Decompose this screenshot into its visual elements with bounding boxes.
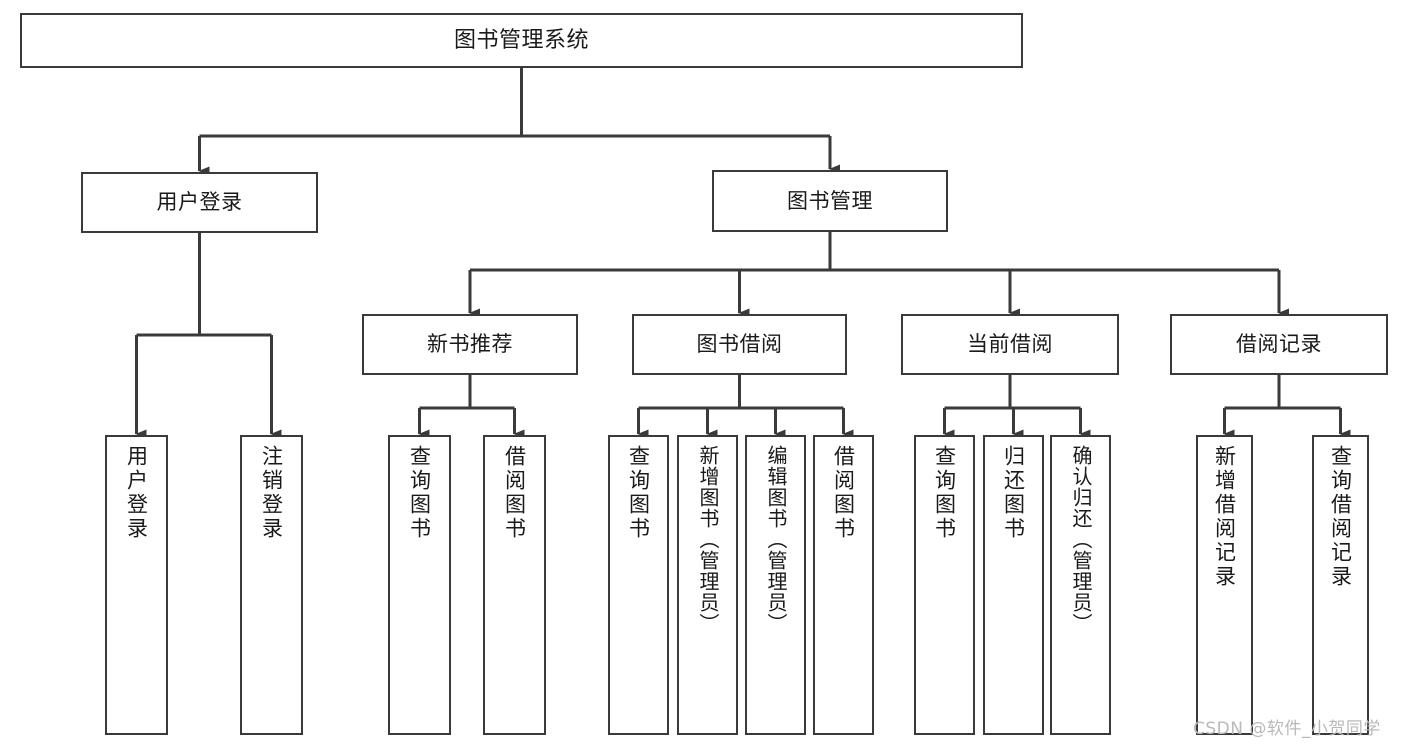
node-l-login: 用户登录 bbox=[105, 435, 168, 735]
node-l-addbook: 新增图书（管理员） bbox=[677, 435, 738, 735]
node-label: 查询借阅记录 bbox=[1328, 445, 1353, 589]
node-label: 注销登录 bbox=[259, 445, 284, 541]
node-label: 新书推荐 bbox=[427, 332, 513, 357]
node-l-queryrec: 查询借阅记录 bbox=[1312, 435, 1369, 735]
node-l-confirm: 确认归还（管理员） bbox=[1050, 435, 1111, 735]
node-label: 图书管理 bbox=[787, 188, 873, 213]
node-l-return: 归还图书 bbox=[983, 435, 1044, 735]
node-label: 查询图书 bbox=[407, 445, 432, 541]
node-label: 借阅图书 bbox=[502, 445, 527, 541]
node-label: 用户登录 bbox=[124, 445, 149, 541]
node-l-borrow2: 借阅图书 bbox=[813, 435, 874, 735]
node-l-addrec: 新增借阅记录 bbox=[1196, 435, 1253, 735]
node-l-borrow1: 借阅图书 bbox=[483, 435, 546, 735]
node-label: 编辑图书（管理员） bbox=[764, 445, 788, 634]
edges bbox=[135, 68, 1351, 439]
node-label: 查询图书 bbox=[932, 445, 957, 541]
node-label: 查询图书 bbox=[626, 445, 651, 541]
node-label: 确认归还（管理员） bbox=[1069, 445, 1093, 634]
node-l-query1: 查询图书 bbox=[388, 435, 451, 735]
node-current: 当前借阅 bbox=[901, 314, 1119, 375]
node-label: 归还图书 bbox=[1001, 445, 1026, 541]
node-label: 借阅图书 bbox=[831, 445, 856, 541]
node-label: 借阅记录 bbox=[1236, 332, 1322, 357]
node-l-query3: 查询图书 bbox=[914, 435, 975, 735]
node-borrow: 图书借阅 bbox=[632, 314, 847, 375]
node-label: 图书借阅 bbox=[696, 332, 783, 357]
watermark: CSDN @软件_小贺同学 bbox=[1193, 719, 1381, 739]
node-newbook: 新书推荐 bbox=[362, 314, 578, 375]
node-label: 新增借阅记录 bbox=[1212, 445, 1237, 589]
node-label: 当前借阅 bbox=[967, 332, 1053, 357]
node-l-logout: 注销登录 bbox=[240, 435, 303, 735]
node-root: 图书管理系统 bbox=[20, 13, 1023, 68]
node-label: 用户登录 bbox=[156, 190, 243, 215]
node-label: 新增图书（管理员） bbox=[696, 445, 720, 634]
node-l-editbook: 编辑图书（管理员） bbox=[745, 435, 806, 735]
node-records: 借阅记录 bbox=[1170, 314, 1388, 375]
node-bookmgmt: 图书管理 bbox=[712, 170, 948, 232]
node-login: 用户登录 bbox=[81, 172, 318, 233]
node-label: 图书管理系统 bbox=[453, 27, 589, 53]
node-l-query2: 查询图书 bbox=[608, 435, 669, 735]
